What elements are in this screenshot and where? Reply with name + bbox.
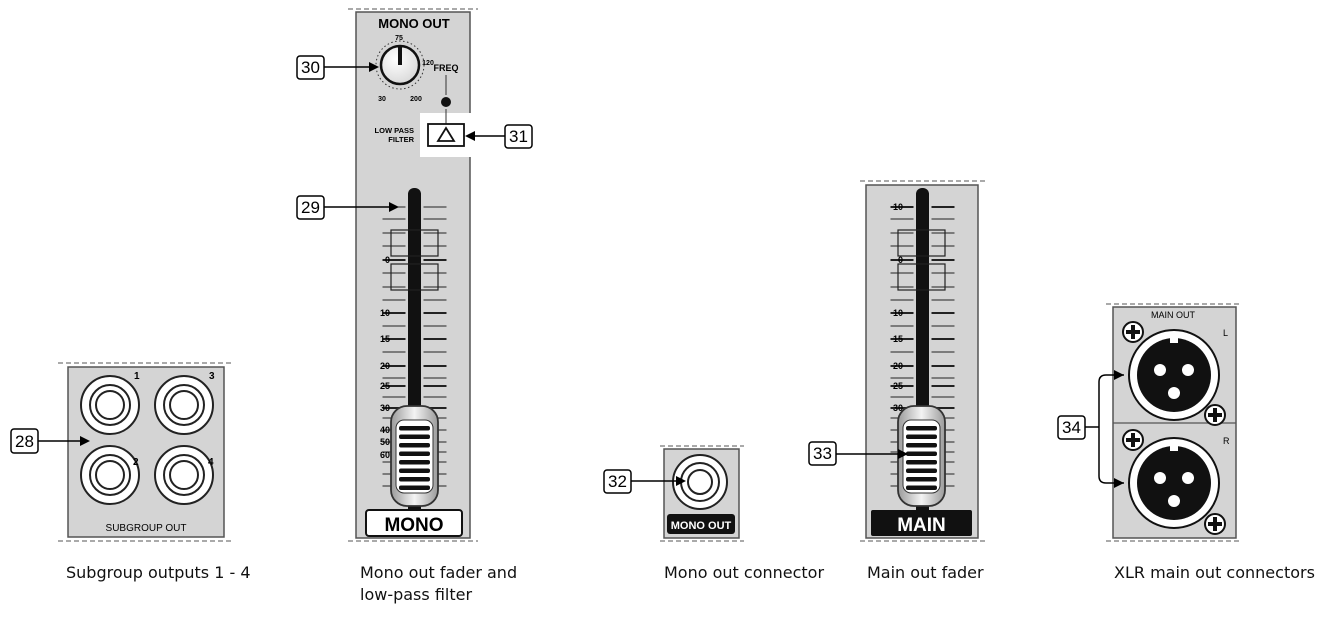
caption-subgroup-outputs: Subgroup outputs 1 - 4 bbox=[66, 563, 251, 582]
mono-out-connector-label: MONO OUT bbox=[671, 520, 732, 532]
callout-30: 30 bbox=[296, 55, 379, 80]
knob-tick-120: 120 bbox=[422, 60, 434, 67]
mono-fader-knob bbox=[390, 405, 439, 507]
main-scale-label-1: 0 bbox=[898, 255, 903, 265]
main-fader-panel: 10 0 10 15 20 25 30 MAIN bbox=[860, 180, 986, 542]
jack-number-2: 2 bbox=[133, 457, 139, 468]
mono-scale-label-8: 60 bbox=[380, 450, 390, 460]
subgroup-jack-1 bbox=[80, 375, 140, 435]
svg-text:34: 34 bbox=[1062, 418, 1081, 437]
xlr-right-label: R bbox=[1223, 436, 1230, 446]
main-badge-text: MAIN bbox=[897, 515, 946, 536]
main-scale-label-0: 10 bbox=[893, 202, 903, 212]
xlr-right-screw-top bbox=[1122, 429, 1144, 451]
freq-label: FREQ bbox=[433, 63, 458, 73]
mono-scale-label-3: 20 bbox=[380, 361, 390, 371]
mono-scale-label-0: 0 bbox=[385, 255, 390, 265]
caption-main-out-fader: Main out fader bbox=[867, 563, 984, 582]
main-badge bbox=[871, 510, 972, 536]
low-pass-freq-knob bbox=[375, 40, 425, 90]
svg-text:29: 29 bbox=[301, 198, 320, 217]
caption-mono-out-connector: Mono out connector bbox=[664, 563, 825, 582]
jack-number-4: 4 bbox=[208, 457, 214, 468]
callout-33: 33 bbox=[808, 441, 908, 466]
low-pass-label: LOW PASS bbox=[375, 126, 414, 135]
callout-29: 29 bbox=[296, 195, 399, 220]
mono-badge-text: MONO bbox=[384, 515, 443, 536]
svg-text:30: 30 bbox=[301, 58, 320, 77]
mono-fader-ticks: 0 10 15 20 25 30 40 50 60 bbox=[380, 206, 447, 487]
mono-scale-label-1: 10 bbox=[380, 308, 390, 318]
filter-label: FILTER bbox=[388, 135, 414, 144]
mono-scale-label-6: 40 bbox=[380, 425, 390, 435]
xlr-main-out-panel: MAIN OUT L R bbox=[1106, 303, 1240, 542]
subgroup-out-label: SUBGROUP OUT bbox=[106, 523, 187, 534]
knob-tick-30: 30 bbox=[378, 96, 386, 103]
xlr-connector-right bbox=[1128, 437, 1220, 529]
mono-out-header: MONO OUT bbox=[378, 16, 450, 31]
mono-scale-label-7: 50 bbox=[380, 437, 390, 447]
mono-scale-label-4: 25 bbox=[380, 381, 390, 391]
filter-led bbox=[441, 97, 451, 107]
svg-text:32: 32 bbox=[608, 472, 627, 491]
callout-34: 34 bbox=[1057, 370, 1124, 488]
subgroup-jack-4 bbox=[154, 445, 214, 505]
subgroup-jack-2 bbox=[80, 445, 140, 505]
svg-text:31: 31 bbox=[509, 127, 528, 146]
xlr-left-screw-bottom bbox=[1204, 404, 1226, 426]
main-out-header: MAIN OUT bbox=[1151, 310, 1196, 320]
main-scale-label-6: 30 bbox=[893, 403, 903, 413]
xlr-left-label: L bbox=[1223, 328, 1228, 338]
caption-xlr-main-out: XLR main out connectors bbox=[1114, 563, 1315, 582]
subgroup-out-panel: 1 2 3 4 SUBGROUP OUT bbox=[58, 362, 232, 542]
caption-mono-fader-line2: low-pass filter bbox=[360, 585, 473, 604]
main-fader-knob bbox=[897, 405, 946, 507]
svg-text:33: 33 bbox=[813, 444, 832, 463]
mono-scale-label-2: 15 bbox=[380, 334, 390, 344]
jack-number-3: 3 bbox=[209, 371, 215, 382]
svg-text:28: 28 bbox=[15, 432, 34, 451]
knob-tick-75: 75 bbox=[395, 35, 403, 42]
jack-number-1: 1 bbox=[134, 371, 140, 382]
mono-out-connector-panel: MONO OUT bbox=[660, 445, 744, 542]
xlr-connector-left bbox=[1128, 329, 1220, 421]
main-scale-label-3: 15 bbox=[893, 334, 903, 344]
low-pass-filter-button bbox=[427, 123, 465, 147]
xlr-right-screw-bottom bbox=[1204, 513, 1226, 535]
main-scale-label-2: 10 bbox=[893, 308, 903, 318]
mono-fader-panel: MONO OUT 75 30 120 200 FREQ LOW PASS FIL… bbox=[348, 8, 478, 539]
main-scale-label-5: 25 bbox=[893, 381, 903, 391]
mono-badge bbox=[365, 509, 463, 537]
mono-out-connector-badge bbox=[667, 514, 735, 534]
main-scale-label-4: 20 bbox=[893, 361, 903, 371]
caption-mono-fader-line1: Mono out fader and bbox=[360, 563, 518, 582]
knob-tick-200: 200 bbox=[410, 96, 422, 103]
callout-31: 31 bbox=[465, 124, 533, 149]
xlr-left-screw-top bbox=[1122, 321, 1144, 343]
mono-scale-label-5: 30 bbox=[380, 403, 390, 413]
subgroup-jack-3 bbox=[154, 375, 214, 435]
callout-32: 32 bbox=[603, 469, 686, 494]
callout-28: 28 bbox=[10, 428, 90, 454]
